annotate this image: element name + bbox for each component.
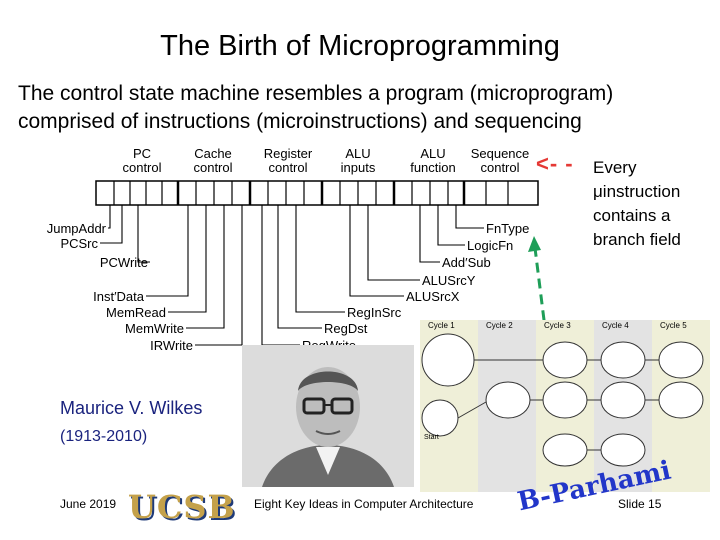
wilkes-photo — [242, 345, 414, 487]
signal-regin-src: RegInSrc — [347, 305, 402, 320]
branch-field-note: Every μinstruction contains a branch fie… — [593, 158, 681, 249]
footer-date: June 2019 — [60, 497, 117, 511]
portrait-illustration — [242, 345, 414, 487]
cycle-label-3: Cycle 3 — [544, 321, 571, 330]
state-diagram-graphic — [420, 320, 710, 492]
signal-logicfn: LogicFn — [467, 238, 514, 253]
signal-jumpaddr: JumpAddr — [46, 221, 106, 236]
ucsb-logo: UCSB — [128, 488, 236, 526]
signal-inst-data: Inst′Data — [93, 289, 144, 304]
control-word-box — [95, 180, 539, 206]
signal-memwrite: MemWrite — [125, 321, 184, 336]
person-name: Maurice V. Wilkes — [60, 398, 203, 418]
slide-subtitle: The control state machine resembles a pr… — [18, 80, 613, 136]
subtitle-line-1: The control state machine resembles a pr… — [18, 82, 614, 105]
signal-pcwrite: PCWrite — [99, 255, 148, 270]
signal-pcsrc: PCSrc — [60, 236, 98, 251]
person-years: (1913-2010) — [60, 428, 148, 445]
signal-memread: MemRead — [106, 305, 166, 320]
pointer-arrowhead — [528, 236, 541, 252]
control-state-diagram: Cycle 1 Cycle 2 Cycle 3 Cycle 4 Cycle 5 … — [420, 320, 710, 492]
start-label: Start — [424, 434, 439, 441]
signal-addsub: Add′Sub — [442, 255, 491, 270]
signal-fntype: FnType — [486, 221, 530, 236]
slide-number: Slide 15 — [618, 497, 662, 511]
slide-title: The Birth of Microprogramming — [160, 30, 560, 62]
cycle-label-4: Cycle 4 — [602, 321, 629, 330]
bit-dividers — [113, 181, 509, 205]
signal-regdst: RegDst — [324, 321, 368, 336]
note-arrow: <- - — [536, 151, 574, 176]
cycle-label-1: Cycle 1 — [428, 321, 455, 330]
cycle-label-2: Cycle 2 — [486, 321, 513, 330]
subtitle-line-2: comprised of instructions (microinstruct… — [18, 110, 582, 133]
signal-irwrite: IRWrite — [150, 338, 193, 353]
signal-alusrcx: ALUSrcX — [406, 289, 460, 304]
footer-title: Eight Key Ideas in Computer Architecture — [254, 497, 474, 511]
signal-alusrcy: ALUSrcY — [422, 273, 476, 288]
cycle-label-5: Cycle 5 — [660, 321, 687, 330]
